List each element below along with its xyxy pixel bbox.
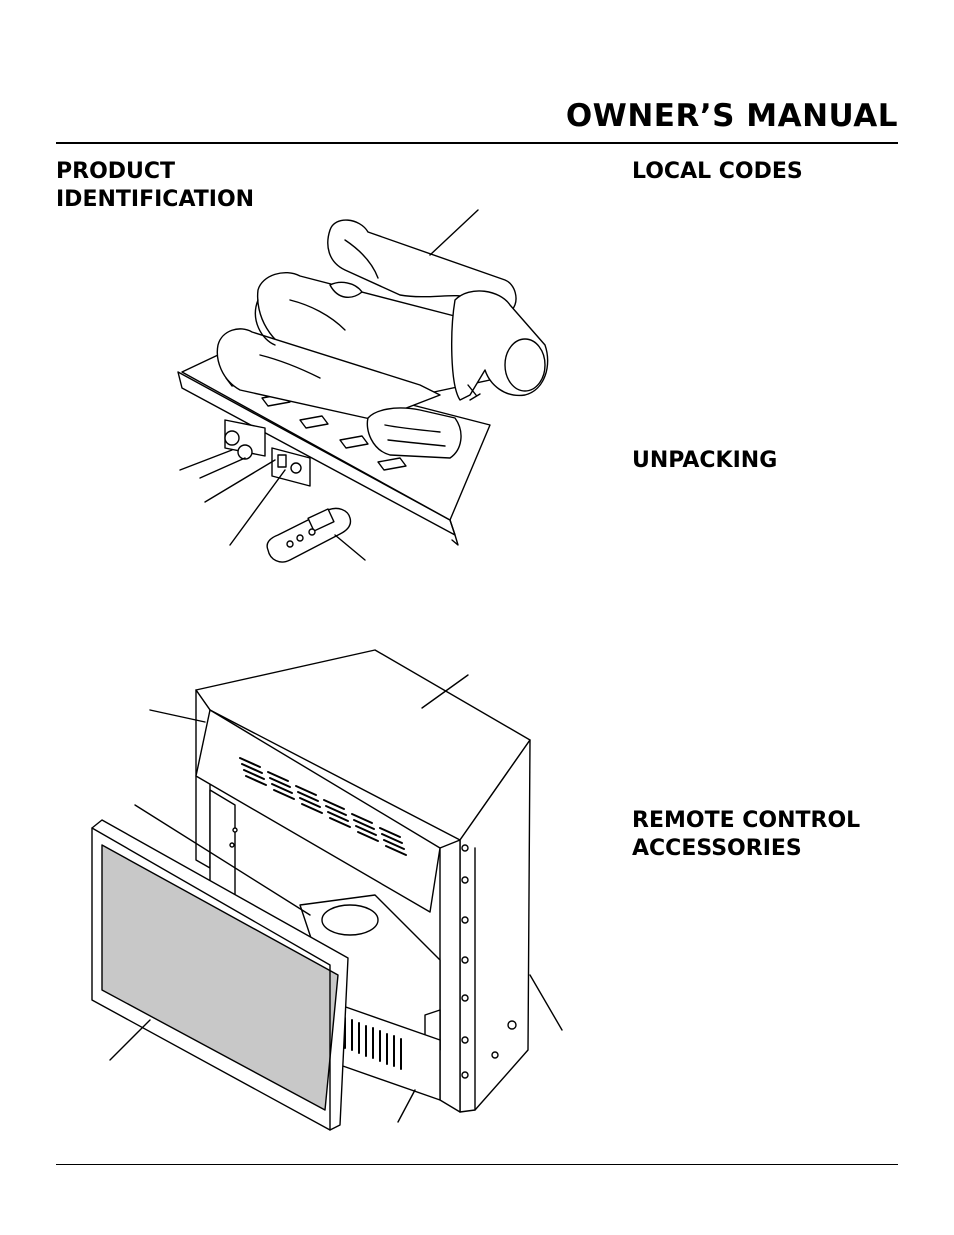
bottom-rule [56, 1164, 898, 1165]
top-rule [56, 142, 898, 144]
heading-line: ACCESSORIES [632, 836, 802, 861]
heading-line: IDENTIFICATION [56, 187, 255, 212]
heading-unpacking: UNPACKING [632, 448, 778, 473]
heading-product-identification: PRODUCT IDENTIFICATION [56, 158, 254, 214]
heading-local-codes: LOCAL CODES [632, 159, 803, 184]
page-title: OWNER’S MANUAL [565, 98, 898, 134]
heading-line: REMOTE CONTROL [632, 808, 861, 833]
heading-line: PRODUCT [56, 159, 176, 184]
heading-remote-control-accessories: REMOTE CONTROL ACCESSORIES [632, 807, 860, 863]
